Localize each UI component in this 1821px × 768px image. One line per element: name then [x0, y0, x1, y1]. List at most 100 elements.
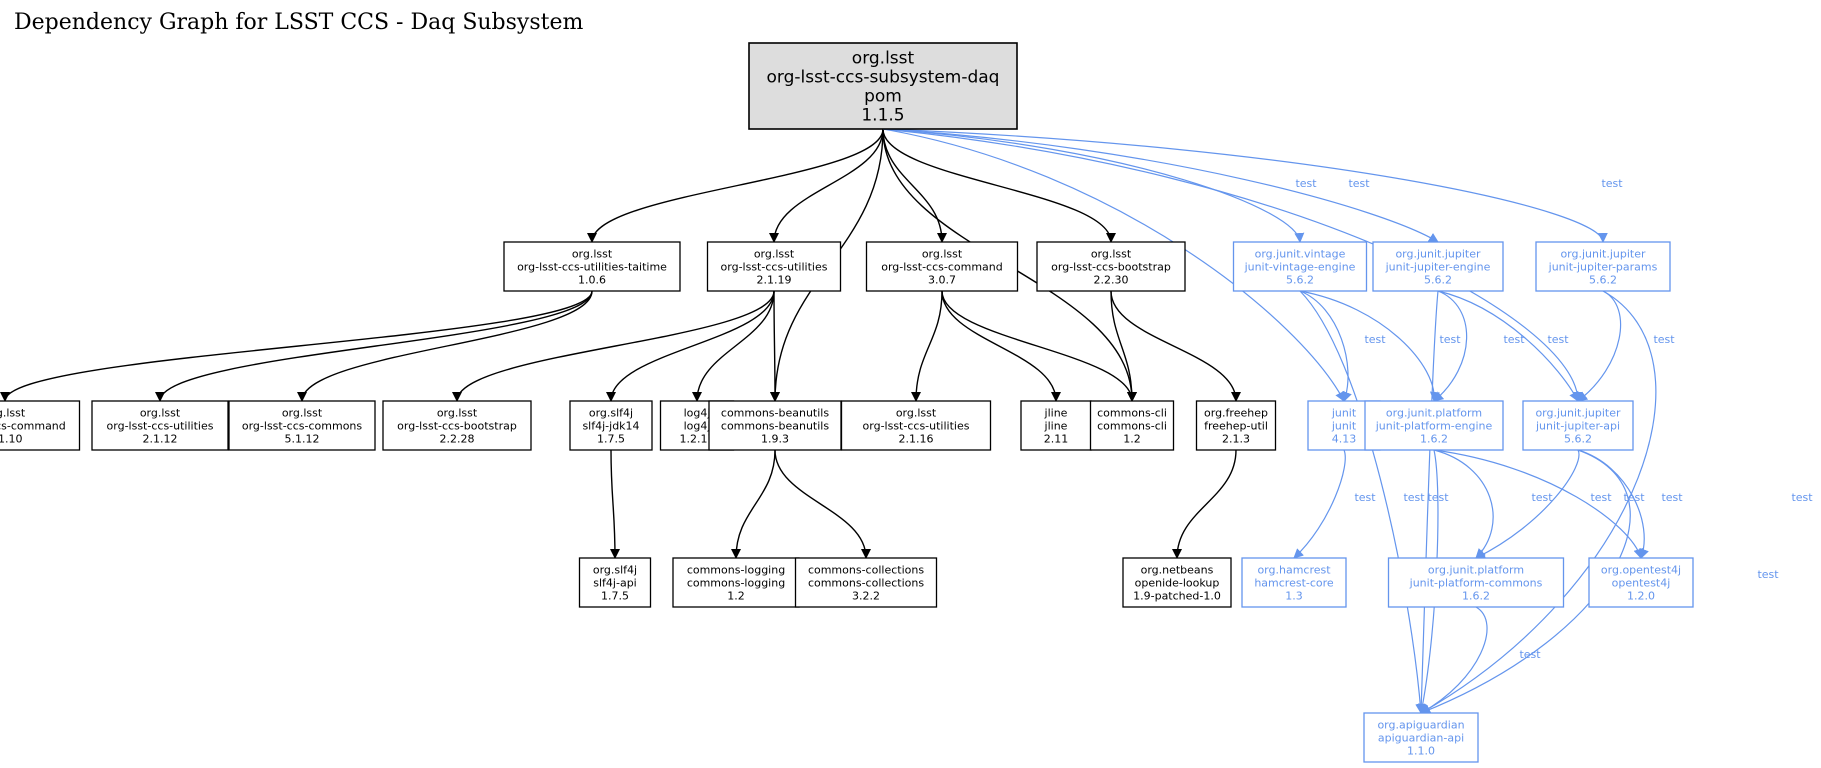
node-text-commons5112-0: org.lsst [282, 407, 323, 420]
edge-label-jupparams-to-apiguardian: test [1791, 491, 1813, 504]
edge-label-jupapi-to-opentest4j: test [1661, 491, 1683, 504]
edge-root-to-jupparams [882, 128, 1608, 243]
node-text-boot2228-0: org.lsst [437, 407, 478, 420]
edge-root-to-util2119 [769, 128, 884, 243]
edge-beanutils-to-logging [731, 449, 776, 559]
node-text-root-3: 1.1.5 [861, 106, 904, 126]
edge-label-jupapi-to-apiguardian: test [1757, 568, 1779, 581]
node-text-logging-0: commons-logging [687, 564, 785, 577]
edge-taitime-to-cmd2110 [0, 290, 593, 402]
edge-label-jupparams-to-jupapi: test [1653, 333, 1675, 346]
node-text-util2116-0: org.lsst [896, 407, 937, 420]
node-text-cli-2: 1.2 [1123, 433, 1141, 446]
node-text-openide-1: openide-lookup [1135, 577, 1220, 590]
node-text-cmd307-0: org.lsst [922, 248, 963, 261]
edge-boot2230-to-freehep [1110, 290, 1241, 402]
edge-jupeng-to-platengine [1433, 290, 1468, 402]
node-text-cmd2110-1: org-lsst-ccs-command [0, 420, 66, 433]
node-text-jupparams-2: 5.6.2 [1589, 274, 1617, 287]
node-text-cli-0: commons-cli [1097, 407, 1167, 420]
node-text-apiguardian-2: 1.1.0 [1407, 745, 1435, 758]
node-platcommons: org.junit.platformjunit-platform-commons… [1387, 557, 1565, 608]
node-text-root-2: pom [864, 87, 902, 107]
node-text-util2116-2: 2.1.16 [899, 433, 934, 446]
node-text-platengine-1: junit-platform-engine [1375, 420, 1493, 433]
node-box-util2119 [706, 241, 842, 292]
node-box-cli [1089, 400, 1175, 451]
nodes-layer: org.lsstorg-lsst-ccs-subsystem-daqpom1.1… [0, 42, 1694, 763]
node-text-vintage-0: org.junit.vintage [1255, 248, 1346, 261]
node-text-hamcrest-1: hamcrest-core [1254, 577, 1334, 590]
node-box-boot2228 [382, 400, 532, 451]
node-text-beanutils-0: commons-beanutils [721, 407, 829, 420]
node-text-cli-1: commons-cli [1097, 420, 1167, 433]
node-text-collections-1: commons-collections [808, 577, 924, 590]
node-text-freehep-1: freehep-util [1204, 420, 1268, 433]
node-text-platengine-2: 1.6.2 [1420, 433, 1448, 446]
edge-label-vintage-to-platengine: test [1439, 333, 1461, 346]
edge-label-root-to-jupparams: test [1601, 177, 1623, 190]
node-text-log4j-0: log4j [684, 407, 711, 420]
node-text-boot2228-1: org-lsst-ccs-bootstrap [397, 420, 517, 433]
edge-cmd307-to-cli [941, 290, 1137, 402]
node-text-boot2228-2: 2.2.28 [440, 433, 475, 446]
node-text-commons5112-2: 5.1.12 [285, 433, 320, 446]
edge-util2119-to-beanutils [769, 290, 780, 402]
edge-root-to-vintage [882, 128, 1305, 243]
node-text-vintage-2: 5.6.2 [1286, 274, 1314, 287]
node-box-slf4jjdk [569, 400, 653, 451]
node-platengine: org.junit.platformjunit-platform-engine1… [1364, 400, 1504, 451]
node-text-slf4japi-0: org.slf4j [593, 564, 637, 577]
node-text-collections-2: 3.2.2 [852, 590, 880, 603]
edge-junit-to-hamcrest [1293, 449, 1346, 559]
node-text-apiguardian-0: org.apiguardian [1377, 719, 1464, 732]
node-box-hamcrest [1241, 557, 1347, 608]
node-text-logging-2: 1.2 [727, 590, 745, 603]
node-text-taitime-1: org-lsst-ccs-utilities-taitime [517, 261, 667, 274]
node-text-platengine-0: org.junit.platform [1386, 407, 1482, 420]
edge-label-jupeng-to-jupapi: test [1547, 333, 1569, 346]
edge-slf4jjdk-to-slf4japi [609, 449, 620, 559]
edge-root-to-taitime [587, 128, 884, 243]
node-text-util2112-1: org-lsst-ccs-utilities [107, 420, 214, 433]
edge-beanutils-to-collections [774, 449, 871, 559]
node-text-boot2230-2: 2.2.30 [1094, 274, 1129, 287]
node-text-util2119-1: org-lsst-ccs-utilities [721, 261, 828, 274]
node-text-platcommons-1: junit-platform-commons [1409, 577, 1543, 590]
node-box-util2112 [91, 400, 229, 451]
edge-freehep-to-openide [1172, 449, 1237, 559]
node-text-freehep-2: 2.1.3 [1222, 433, 1250, 446]
node-box-apiguardian [1363, 712, 1479, 763]
node-box-jline [1020, 400, 1092, 451]
node-text-beanutils-2: 1.9.3 [761, 433, 789, 446]
node-text-vintage-1: junit-vintage-engine [1244, 261, 1356, 274]
edge-util2119-to-log4j [692, 290, 775, 402]
node-box-platengine [1364, 400, 1504, 451]
graph-title: Dependency Graph for LSST CCS - Daq Subs… [14, 10, 584, 35]
edge-jupapi-to-platcommons [1475, 449, 1580, 559]
edge-label-vintage-to-junit: test [1364, 333, 1386, 346]
edge-jupparams-to-apiguardian [1420, 290, 1657, 714]
node-text-opentest4j-1: opentest4j [1612, 577, 1671, 590]
node-box-collections [794, 557, 938, 608]
node-text-jupparams-0: org.junit.jupiter [1560, 248, 1646, 261]
edge-boot2230-to-cli [1110, 290, 1137, 402]
node-text-log4j-1: log4j [684, 420, 711, 433]
node-text-cmd307-1: org-lsst-ccs-command [881, 261, 1003, 274]
node-box-taitime [503, 241, 681, 292]
node-text-boot2230-0: org.lsst [1091, 248, 1132, 261]
node-text-root-0: org.lsst [852, 49, 915, 69]
node-text-cmd2110-2: 2.1.10 [0, 433, 23, 446]
node-vintage: org.junit.vintagejunit-vintage-engine5.6… [1232, 241, 1368, 292]
node-text-util2112-2: 2.1.12 [143, 433, 178, 446]
